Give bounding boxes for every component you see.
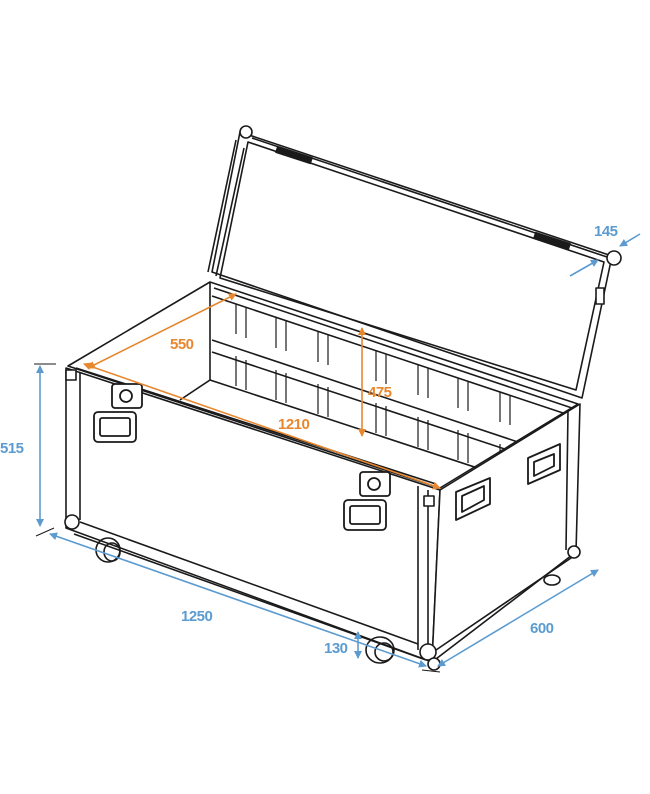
exterior-height-label: 515 bbox=[0, 440, 24, 457]
case-side bbox=[431, 403, 581, 663]
case-outline bbox=[64, 125, 622, 671]
exterior-dimension-lines bbox=[34, 233, 641, 673]
interior-depth-label: 550 bbox=[170, 336, 194, 353]
exterior-width-label: 600 bbox=[530, 620, 554, 637]
lid-height-label: 145 bbox=[594, 223, 618, 240]
exterior-length-label: 1250 bbox=[181, 608, 213, 625]
interior-height-label: 475 bbox=[368, 384, 392, 401]
interior-dimension-lines bbox=[83, 293, 441, 490]
wheel-height-label: 130 bbox=[324, 640, 348, 657]
lid bbox=[207, 125, 622, 399]
interior-length-label: 1210 bbox=[278, 416, 310, 433]
